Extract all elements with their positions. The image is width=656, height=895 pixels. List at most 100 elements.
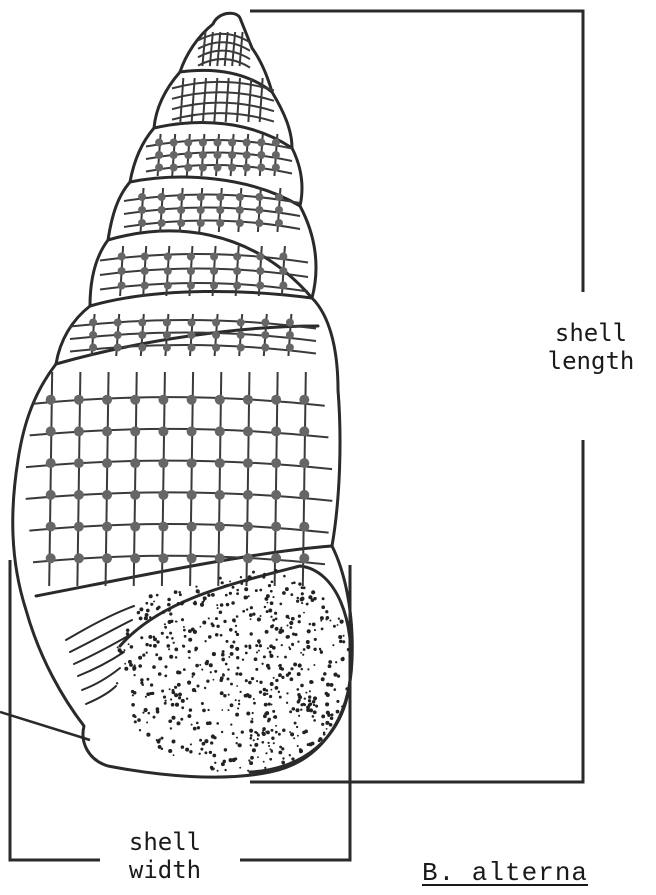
sculpture-bead	[215, 553, 225, 563]
spiral-cord	[26, 461, 332, 470]
stipple-dot	[270, 616, 272, 618]
sculpture-bead	[130, 553, 140, 563]
stipple-dot	[180, 718, 183, 721]
stipple-dot	[257, 617, 261, 621]
stipple-dot	[300, 709, 302, 711]
sculpture-bead	[215, 458, 225, 468]
sculpture-bead	[233, 282, 241, 290]
spiral-cord	[172, 113, 274, 122]
stipple-dot	[156, 594, 159, 597]
stipple-dot	[313, 704, 315, 706]
stipple-dot	[152, 665, 156, 669]
stipple-dot	[153, 600, 155, 602]
stipple-dot	[145, 696, 147, 698]
stipple-dot	[265, 731, 267, 733]
stipple-dot	[189, 750, 192, 753]
stipple-dot	[126, 632, 129, 635]
stipple-dot	[175, 656, 178, 659]
stipple-dot	[275, 725, 277, 727]
sculpture-bead	[164, 267, 172, 275]
sculpture-bead	[271, 458, 281, 468]
stipple-dot	[262, 732, 266, 736]
stipple-dot	[169, 688, 171, 690]
stipple-dot	[139, 607, 143, 611]
stipple-dot	[257, 738, 259, 740]
stipple-dot	[168, 720, 172, 724]
stipple-dot	[282, 757, 284, 759]
stipple-dot	[271, 624, 274, 627]
stipple-dot	[138, 656, 142, 660]
stipple-dot	[263, 692, 267, 696]
stipple-dot	[252, 748, 256, 752]
stipple-dot	[230, 703, 234, 707]
stipple-dot	[216, 625, 219, 628]
stipple-dot	[257, 734, 260, 737]
stipple-dot	[325, 721, 329, 725]
stipple-dot	[271, 580, 274, 583]
stipple-dot	[171, 716, 175, 720]
stipple-dot	[146, 652, 148, 654]
shell-length-label: shell length	[526, 319, 656, 375]
stipple-dot	[247, 770, 249, 772]
stipple-dot	[272, 646, 276, 650]
stipple-dot	[139, 729, 141, 731]
axial-rib	[203, 78, 206, 122]
stipple-dot	[264, 713, 266, 715]
stipple-dot	[314, 638, 317, 641]
stipple-dot	[307, 629, 311, 633]
stipple-dot	[329, 619, 331, 621]
sculpture-bead	[102, 458, 112, 468]
stipple-dot	[137, 718, 141, 722]
stipple-dot	[277, 656, 279, 658]
stipple-dot	[164, 702, 167, 705]
stipple-dot	[311, 681, 314, 684]
stipple-dot	[259, 589, 262, 592]
stipple-dot	[226, 640, 229, 643]
stipple-dot	[207, 709, 209, 711]
stipple-dot	[290, 667, 293, 670]
sculpture-bead	[89, 319, 97, 327]
stipple-dot	[325, 702, 329, 706]
stipple-dot	[207, 594, 210, 597]
sculpture-bead	[89, 331, 97, 339]
stipple-dot	[235, 625, 237, 627]
sculpture-bead	[236, 193, 244, 201]
stipple-dot	[252, 712, 254, 714]
stipple-dot	[253, 702, 256, 705]
sculpture-bead	[187, 490, 197, 500]
stipple-dot	[306, 645, 310, 649]
sculpture-bead	[237, 344, 245, 352]
stipple-dot	[278, 673, 282, 677]
stipple-dot	[333, 673, 337, 677]
stipple-dot	[271, 750, 274, 753]
stipple-dot	[308, 595, 312, 599]
stipple-dot	[187, 681, 191, 685]
shell-outline	[13, 13, 353, 777]
stipple-dot	[290, 626, 293, 629]
sculpture-bead	[199, 164, 207, 172]
stipple-dot	[209, 751, 212, 754]
stipple-dot	[238, 743, 242, 747]
sculpture-bead	[272, 151, 280, 159]
stipple-dot	[167, 603, 171, 607]
stipple-dot	[236, 592, 239, 595]
sculpture-bead	[158, 206, 166, 214]
sculpture-bead	[188, 319, 196, 327]
stipple-dot	[173, 754, 175, 756]
stipple-dot	[221, 731, 223, 733]
sculpture-bead	[255, 206, 263, 214]
stipple-dot	[213, 679, 215, 681]
stipple-dot	[144, 708, 148, 712]
stipple-dot	[313, 664, 315, 666]
stipple-dot	[213, 736, 216, 739]
stipple-dot	[306, 705, 310, 709]
sculpture-bead	[187, 458, 197, 468]
stipple-dot	[258, 650, 260, 652]
stipple-dot	[248, 595, 250, 597]
stipple-dot	[313, 710, 317, 714]
sculpture-bead	[102, 553, 112, 563]
sculpture-bead	[138, 319, 146, 327]
sculpture-bead	[46, 553, 56, 563]
stipple-dot	[301, 668, 303, 670]
stipple-dot	[249, 729, 253, 733]
